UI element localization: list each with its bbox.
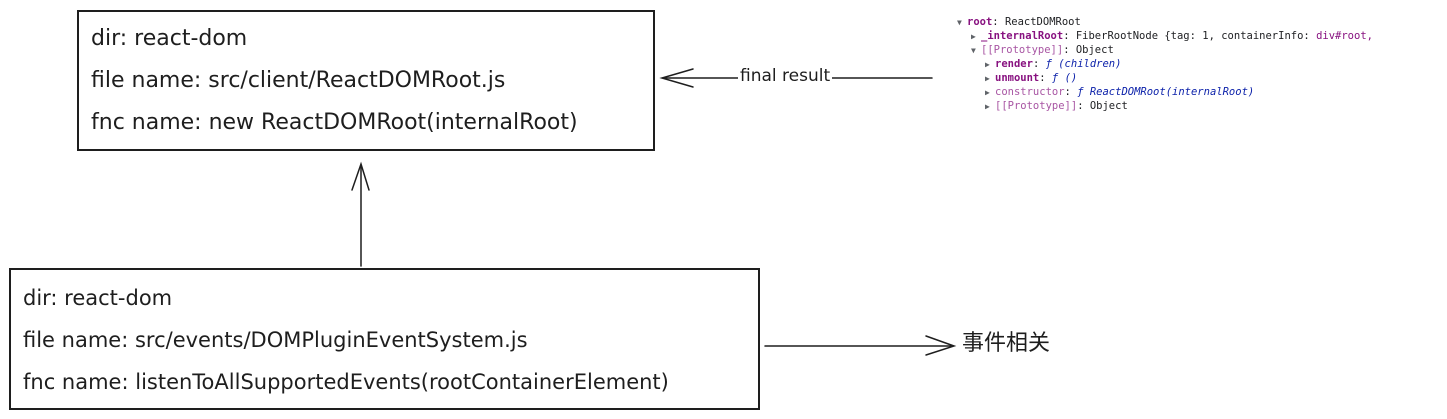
property-key: render xyxy=(995,58,1033,70)
property-key: [[Prototype]] xyxy=(981,44,1064,56)
property-value: : Object xyxy=(1063,44,1114,56)
function-value: ƒ (children) xyxy=(1045,58,1122,70)
collapsed-triangle-icon[interactable]: ▶ xyxy=(985,74,990,83)
react-dom-root-box: dir: react-dom file name: src/client/Rea… xyxy=(77,10,655,151)
collapsed-triangle-icon[interactable]: ▶ xyxy=(985,60,990,69)
collapsed-triangle-icon[interactable]: ▶ xyxy=(971,32,976,41)
property-separator: : xyxy=(1064,86,1078,98)
property-key: constructor xyxy=(995,86,1065,98)
arrow-events xyxy=(764,335,957,356)
plugin-event-system-box: dir: react-dom file name: src/events/DOM… xyxy=(9,268,760,410)
final-result-label: final result xyxy=(738,66,833,86)
property-key: [[Prototype]] xyxy=(995,100,1078,112)
tree-row-constructor[interactable]: ▶ constructor: ƒ ReactDOMRoot(internalRoo… xyxy=(985,86,1254,99)
property-value: : ReactDOMRoot xyxy=(992,16,1081,28)
file-name-text: file name: src/client/ReactDOMRoot.js xyxy=(91,68,506,93)
events-label: 事件相关 xyxy=(962,325,1051,357)
devtools-object-inspector: ▼ root: ReactDOMRoot ▶ _internalRoot: Fibe… xyxy=(955,14,1447,144)
property-key: _internalRoot xyxy=(981,30,1064,42)
tree-row-prototype-nested[interactable]: ▶ [[Prototype]]: Object xyxy=(985,100,1128,113)
property-separator: : xyxy=(1032,58,1046,70)
function-value: ƒ ReactDOMRoot(internalRoot) xyxy=(1077,86,1255,98)
dir-text: dir: react-dom xyxy=(91,26,248,51)
tree-row-render[interactable]: ▶ render: ƒ (children) xyxy=(985,58,1121,71)
collapsed-triangle-icon[interactable]: ▶ xyxy=(985,88,990,97)
property-separator: : xyxy=(1039,72,1052,84)
dom-node-ref[interactable]: div#root, xyxy=(1316,30,1373,42)
property-key: unmount xyxy=(995,72,1040,84)
collapsed-triangle-icon[interactable]: ▶ xyxy=(985,102,990,111)
tree-row-root[interactable]: ▼ root: ReactDOMRoot xyxy=(957,16,1081,29)
function-value: ƒ () xyxy=(1051,72,1078,84)
property-value: : Object xyxy=(1077,100,1128,112)
expanded-triangle-icon[interactable]: ▼ xyxy=(971,46,976,55)
function-name-text: fnc name: listenToAllSupportedEvents(roo… xyxy=(23,370,669,394)
function-name-text: fnc name: new ReactDOMRoot(internalRoot) xyxy=(91,110,578,135)
tree-row-prototype[interactable]: ▼ [[Prototype]]: Object xyxy=(971,44,1114,57)
expanded-triangle-icon[interactable]: ▼ xyxy=(957,18,962,27)
property-key: root xyxy=(967,16,993,28)
file-name-text: file name: src/events/DOMPluginEventSyst… xyxy=(23,328,528,352)
property-value: : FiberRootNode {tag: 1, containerInfo: xyxy=(1063,30,1317,42)
tree-row-internal-root[interactable]: ▶ _internalRoot: FiberRootNode {tag: 1, c… xyxy=(971,30,1373,43)
tree-row-unmount[interactable]: ▶ unmount: ƒ () xyxy=(985,72,1077,85)
arrow-bottom-to-top xyxy=(351,161,370,267)
dir-text: dir: react-dom xyxy=(23,286,173,310)
